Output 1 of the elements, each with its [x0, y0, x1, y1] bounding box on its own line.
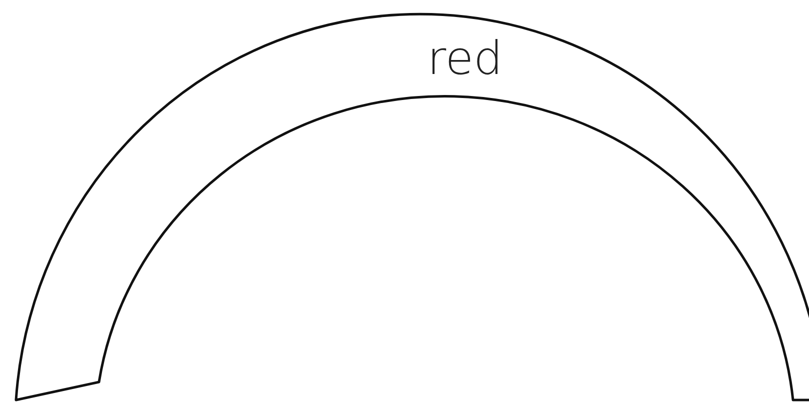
- band-label: red: [427, 35, 503, 81]
